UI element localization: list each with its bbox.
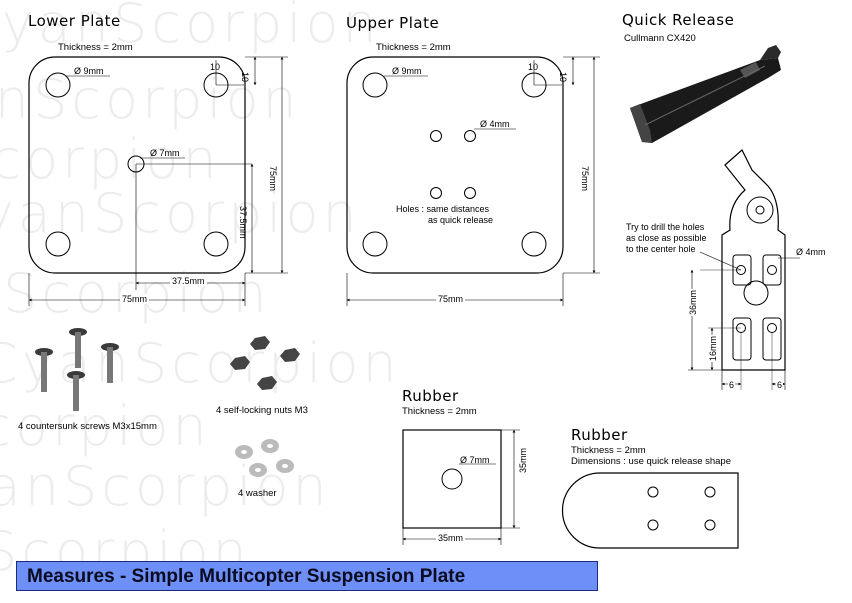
rubber-square-outline	[402, 429, 502, 529]
footer-title: Measures - Simple Multicopter Suspension…	[27, 566, 466, 587]
nuts-image	[230, 336, 300, 390]
upper-plate-dim-75h: 75mm	[436, 294, 466, 304]
lower-plate-outline	[28, 56, 246, 274]
upper-plate-outline	[346, 56, 564, 274]
lower-plate-dim-75h: 75mm	[120, 294, 150, 304]
lower-plate-hole-center-label: Ø 7mm	[150, 148, 180, 158]
upper-plate-hole-br	[521, 231, 547, 257]
lower-plate-hole-bl	[45, 231, 71, 257]
watermark-row: CyanScorpion	[0, 395, 211, 458]
upper-plate-dim-75v: 75mm	[580, 166, 590, 192]
nuts-label: 4 self-locking nuts M3	[216, 405, 308, 416]
upper-plate-hole-bl	[362, 231, 388, 257]
screws-label: 4 countersunk screws M3x15mm	[18, 421, 157, 432]
quick-release-hole-label: Ø 4mm	[796, 247, 826, 257]
upper-plate-dim-10b: 10	[558, 72, 568, 83]
rubber-shape-outline	[561, 472, 739, 549]
rubber-square-hole-label: Ø 7mm	[460, 455, 490, 465]
screws-image	[35, 328, 119, 411]
quick-release-dim-36: 36mm	[688, 288, 698, 316]
upper-plate-hole-s2	[464, 130, 476, 142]
rubber-square-hole	[441, 468, 463, 490]
lower-plate-dim-75v: 75mm	[268, 166, 278, 192]
quick-release-dim-16: 16mm	[708, 334, 718, 362]
quick-release-model: Cullmann CX420	[624, 33, 696, 44]
upper-plate-hole-big-label: Ø 9mm	[392, 66, 422, 76]
rubber-shape-title: Rubber	[571, 426, 628, 444]
watermark-row: CyanScorpion	[0, 0, 381, 55]
upper-plate-hole-s1	[430, 130, 442, 142]
upper-plate-hole-s4	[464, 187, 476, 199]
upper-plate-dim-10a: 10	[528, 62, 539, 72]
upper-plate-thickness: Thickness = 2mm	[376, 42, 451, 53]
lower-plate-dim-375h: 37.5mm	[170, 276, 207, 286]
watermark-row: CyanScorpion	[0, 455, 331, 518]
upper-plate-hole-tl	[362, 72, 388, 98]
watermark-row: CyanScorpion	[0, 332, 401, 395]
lower-plate-dim-10a: 10	[210, 62, 221, 72]
rubber-square-drawing	[402, 429, 520, 545]
lower-plate-thickness: Thickness = 2mm	[58, 42, 133, 53]
quick-release-dim-6b: 6	[776, 380, 784, 390]
watermark-row: CyanScorpion	[0, 68, 301, 131]
lower-plate-dim-10b: 10	[240, 72, 250, 83]
lower-plate-hole-big-label: Ø 9mm	[74, 66, 104, 76]
rubber-square-title: Rubber	[402, 387, 459, 405]
quick-release-title: Quick Release	[622, 11, 735, 29]
rubber-shape-drawing	[561, 472, 739, 549]
upper-plate-drawing	[346, 56, 600, 306]
upper-plate-note-line1: Holes : same distances	[396, 204, 490, 214]
quick-release-dim-6a: 6	[728, 380, 736, 390]
upper-plate-hole-small-label: Ø 4mm	[480, 119, 510, 129]
quick-release-image	[630, 45, 781, 143]
lower-plate-drawing	[28, 56, 288, 306]
quick-release-note-line2: as close as possible	[626, 233, 707, 243]
upper-plate-title: Upper Plate	[346, 14, 440, 32]
quick-release-note-line3: to the center hole	[626, 244, 696, 254]
rubber-square-thickness: Thickness = 2mm	[402, 406, 477, 417]
quick-release-note-line1: Try to drill the holes	[626, 222, 705, 232]
lower-plate-hole-tl	[45, 72, 71, 98]
upper-plate-note-line2: as quick release	[428, 215, 494, 225]
rubber-shape-thickness: Thickness = 2mm	[571, 445, 646, 456]
rubber-square-dim-35v: 35mm	[518, 447, 528, 473]
lower-plate-hole-br	[203, 231, 229, 257]
footer-banner: Measures - Simple Multicopter Suspension…	[16, 561, 598, 591]
rubber-square-dim-35h: 35mm	[436, 533, 466, 543]
quick-release-center-hole	[743, 280, 769, 306]
lower-plate-title: Lower Plate	[28, 12, 121, 30]
watermark-row: CyanScorpion	[0, 128, 221, 191]
watermark-row: CyanScorpion	[0, 182, 361, 245]
washers-image	[235, 439, 294, 477]
washers-label: 4 washer	[238, 488, 277, 499]
rubber-shape-dimensions: Dimensions : use quick release shape	[571, 456, 732, 467]
upper-plate-hole-s3	[430, 187, 442, 199]
lower-plate-dim-375v: 37.5mm	[238, 206, 248, 239]
quick-release-drawing	[688, 149, 800, 390]
